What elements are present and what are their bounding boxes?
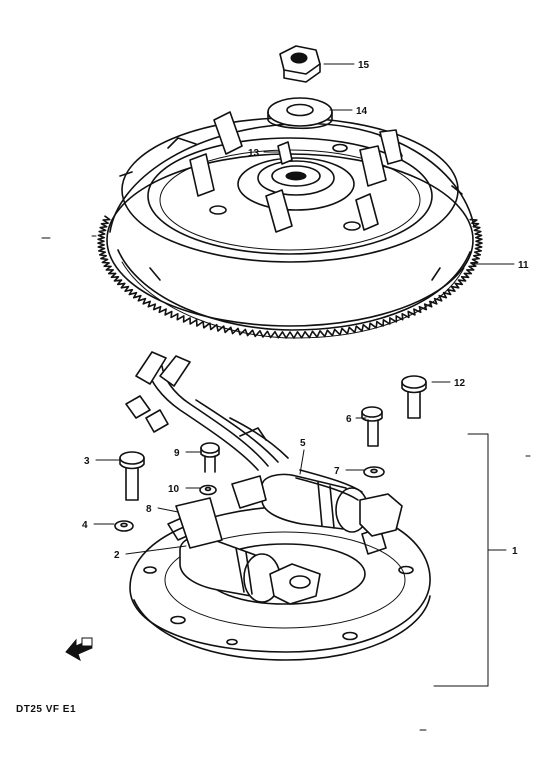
washer-10	[199, 484, 217, 496]
callout-9: 9	[174, 448, 180, 459]
callout-12: 12	[454, 378, 466, 389]
ring-gear-teeth	[97, 215, 483, 339]
callout-11: 11	[518, 260, 529, 271]
woodruff-key	[277, 141, 293, 165]
screw-6	[361, 406, 383, 447]
stator-assembly	[125, 351, 431, 661]
callout-4: 4	[82, 520, 88, 531]
callout-10: 10	[168, 484, 180, 495]
callout-2: 2	[114, 550, 120, 561]
callout-5: 5	[300, 438, 306, 449]
scan-specks	[41, 235, 531, 731]
callout-1: 1	[512, 546, 518, 557]
screw-3	[119, 451, 145, 501]
callout-3: 3	[84, 456, 90, 467]
flywheel-nut	[279, 45, 321, 83]
screw-12	[401, 375, 427, 419]
callout-8: 8	[146, 504, 152, 515]
washer	[267, 97, 333, 130]
screw-9	[200, 442, 220, 473]
callout-6: 6	[346, 414, 352, 425]
leader-lines	[93, 63, 515, 687]
callout-14: 14	[356, 106, 368, 117]
washer-4	[114, 520, 134, 532]
gear-teeth-path	[97, 215, 483, 339]
front-arrow-icon	[65, 637, 93, 662]
callout-13: 13	[248, 148, 260, 159]
diagram-caption: DT25 VF E1	[16, 704, 76, 715]
callout-labels: 15 14 13 11 12 6 5 7 9 10 8 3 4 2 1	[82, 60, 529, 561]
callout-15: 15	[358, 60, 370, 71]
washer-7	[363, 466, 385, 478]
flywheel-rotor	[97, 111, 483, 339]
callout-7: 7	[334, 466, 340, 477]
